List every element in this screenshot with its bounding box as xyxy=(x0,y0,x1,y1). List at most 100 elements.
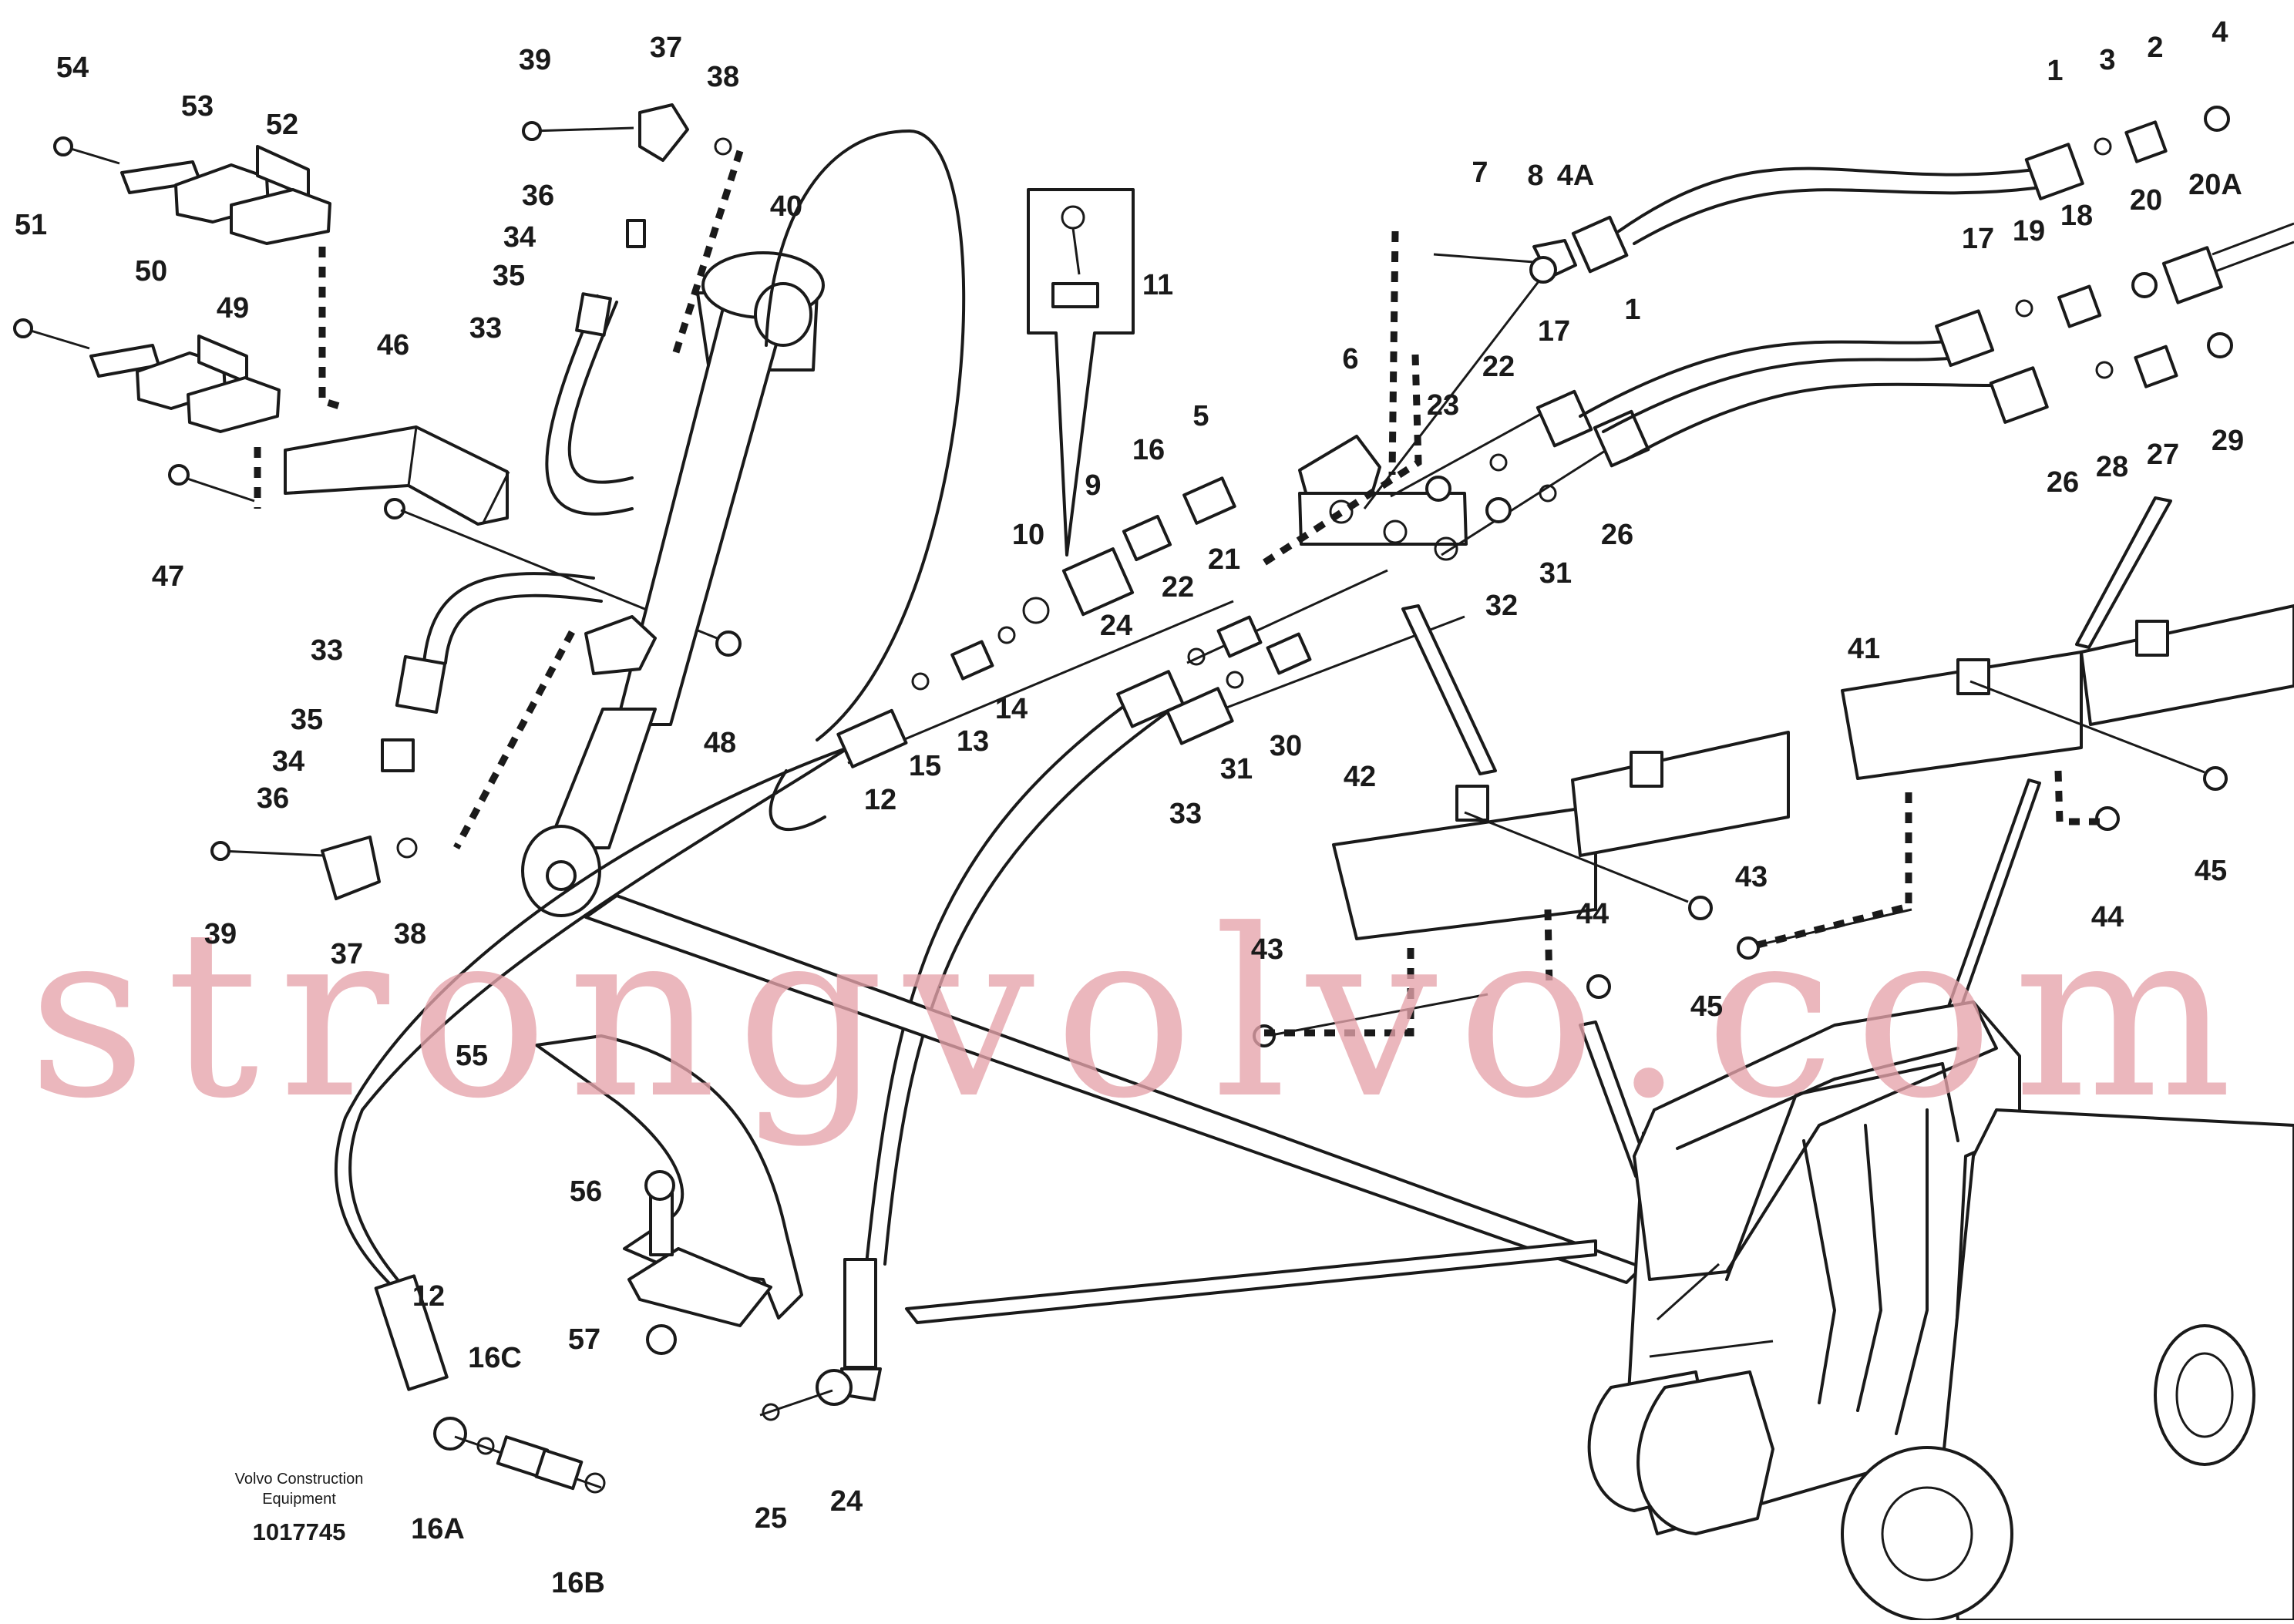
callout-12: 12 xyxy=(864,784,896,816)
forestry-machine xyxy=(1587,1000,2294,1622)
callout-46: 46 xyxy=(377,329,409,361)
callout-2: 2 xyxy=(2147,32,2163,64)
callout-1: 1 xyxy=(1624,294,1640,326)
callout-12: 12 xyxy=(412,1280,445,1313)
callout-22: 22 xyxy=(1162,571,1194,604)
callout-43: 43 xyxy=(1251,933,1283,966)
callout-32: 32 xyxy=(1485,590,1518,622)
callout-37: 37 xyxy=(331,938,363,970)
callout-17: 17 xyxy=(1538,315,1570,348)
callout-55: 55 xyxy=(456,1040,488,1072)
callout-19: 19 xyxy=(2013,215,2045,247)
callout-16C: 16C xyxy=(468,1342,522,1374)
callout-14: 14 xyxy=(995,693,1028,725)
callout-45: 45 xyxy=(2195,855,2227,887)
callout-4: 4 xyxy=(2212,16,2228,49)
callout-52: 52 xyxy=(266,109,298,141)
footer-equipment: Equipment xyxy=(262,1491,336,1508)
callout-23: 23 xyxy=(1427,389,1459,422)
callout-51: 51 xyxy=(15,209,47,241)
callout-7: 7 xyxy=(1472,156,1488,189)
footer-company: Volvo Construction xyxy=(235,1471,364,1488)
callout-4A: 4A xyxy=(1557,160,1595,192)
callout-34: 34 xyxy=(272,745,304,778)
callout-37: 37 xyxy=(650,32,682,64)
callout-40: 40 xyxy=(770,190,802,223)
callout-36: 36 xyxy=(522,180,554,212)
callout-30: 30 xyxy=(1270,730,1302,762)
callout-43: 43 xyxy=(1735,861,1768,893)
callout-49: 49 xyxy=(217,292,249,324)
callout-6: 6 xyxy=(1342,343,1358,375)
callout-20: 20 xyxy=(2130,184,2162,217)
callout-31: 31 xyxy=(1539,557,1572,590)
callout-8: 8 xyxy=(1527,160,1543,192)
callout-20A: 20A xyxy=(2188,169,2242,201)
guide-rail-41 xyxy=(1841,604,2294,780)
callout-45: 45 xyxy=(1690,990,1723,1023)
hose-loop-40 xyxy=(765,129,966,741)
hose-24-lower-end xyxy=(759,1258,882,1421)
callout-38: 38 xyxy=(394,918,426,950)
callout-21: 21 xyxy=(1208,543,1240,576)
hose-24 xyxy=(865,692,1142,1266)
detail-box-11 xyxy=(1027,188,1135,556)
callout-57: 57 xyxy=(568,1323,600,1356)
callout-44: 44 xyxy=(2091,901,2124,933)
bracket-46 xyxy=(284,425,510,526)
callout-34: 34 xyxy=(503,221,536,254)
watermark: strongvolvo.com xyxy=(28,880,2232,1149)
callout-36: 36 xyxy=(257,782,289,815)
callout-53: 53 xyxy=(181,90,214,123)
callout-39: 39 xyxy=(519,44,551,76)
clamp-assembly-upper xyxy=(53,136,331,245)
callout-28: 28 xyxy=(2096,451,2128,483)
callout-38: 38 xyxy=(707,61,739,93)
callout-1: 1 xyxy=(2047,55,2063,87)
callout-31: 31 xyxy=(1220,753,1253,785)
hose-12-lower-end xyxy=(374,1274,606,1494)
callout-47: 47 xyxy=(152,560,184,593)
callout-9: 9 xyxy=(1085,469,1101,502)
callout-42: 42 xyxy=(1344,761,1376,793)
hose-33-upper xyxy=(522,103,732,516)
callout-13: 13 xyxy=(957,725,989,758)
callout-25: 25 xyxy=(755,1502,787,1535)
callout-27: 27 xyxy=(2147,439,2179,471)
fitting-chain-center xyxy=(836,476,1465,768)
callout-16A: 16A xyxy=(411,1513,465,1545)
callout-11: 11 xyxy=(1142,269,1173,301)
callout-39: 39 xyxy=(204,918,237,950)
hose-33-lower xyxy=(210,572,603,900)
hose-1 xyxy=(1617,166,2037,233)
callout-35: 35 xyxy=(291,704,323,736)
callout-29: 29 xyxy=(2212,425,2244,457)
callout-16B: 16B xyxy=(551,1567,605,1599)
callout-24: 24 xyxy=(830,1485,863,1518)
clamp-assembly-lower xyxy=(13,318,281,433)
callout-48: 48 xyxy=(704,727,736,759)
callout-26: 26 xyxy=(1601,519,1633,551)
callout-56: 56 xyxy=(570,1175,602,1208)
callout-18: 18 xyxy=(2060,200,2093,232)
callout-15: 15 xyxy=(909,750,941,782)
callout-54: 54 xyxy=(56,52,89,84)
callout-33: 33 xyxy=(469,312,502,345)
callout-22: 22 xyxy=(1482,351,1515,383)
hose-12 xyxy=(334,746,849,1289)
callout-10: 10 xyxy=(1012,519,1044,551)
callout-41: 41 xyxy=(1848,633,1880,665)
callout-17: 17 xyxy=(1962,223,1994,255)
bracket-6 xyxy=(1298,435,1468,561)
callout-33: 33 xyxy=(1169,798,1202,830)
protective-plate-55 xyxy=(535,1034,803,1355)
callout-35: 35 xyxy=(493,260,525,292)
callout-44: 44 xyxy=(1576,898,1609,930)
callout-33: 33 xyxy=(311,634,343,667)
callout-16: 16 xyxy=(1132,434,1165,466)
callout-26: 26 xyxy=(2047,466,2079,499)
callout-3: 3 xyxy=(2099,44,2115,76)
